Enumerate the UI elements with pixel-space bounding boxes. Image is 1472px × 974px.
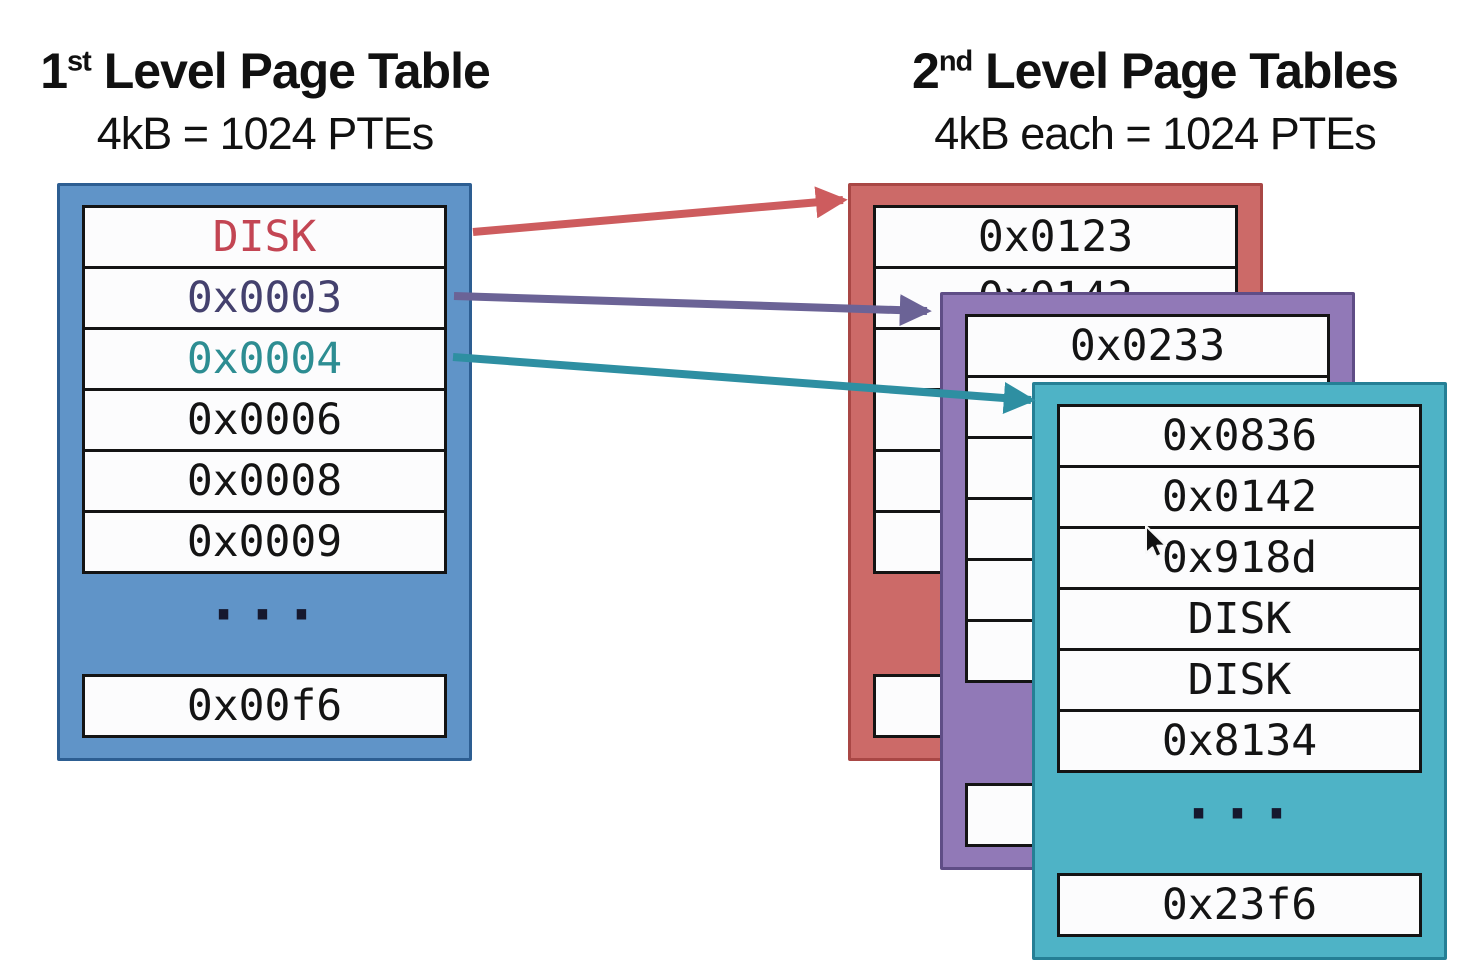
pte-value: 0x0009	[186, 517, 343, 567]
first-level-title: 1st Level Page Table	[15, 44, 515, 99]
pte-value: 0x0233	[1069, 321, 1226, 371]
pte-cell: 0x0008	[82, 449, 447, 513]
pte-value: 0x0123	[977, 212, 1134, 262]
pte-cell: 0x0836	[1057, 404, 1422, 468]
title-ordinal: nd	[938, 45, 973, 78]
first-level-subtitle: 4kB = 1024 PTEs	[96, 108, 434, 159]
ellipsis: ...	[1181, 764, 1298, 833]
pte-cell: DISK	[1057, 587, 1422, 651]
pte-cell: 0x0009	[82, 510, 447, 574]
ellipsis: ...	[206, 565, 323, 634]
second-level-header: 2nd Level Page Tables 4kB each = 1024 PT…	[890, 44, 1420, 160]
second-level-subtitle: 4kB each = 1024 PTEs	[934, 108, 1377, 159]
pte-value: 0x8134	[1161, 716, 1318, 766]
pte-cell: 0x918d	[1057, 526, 1422, 590]
pte-cell: 0x0003	[82, 266, 447, 330]
pte-value: DISK	[1187, 655, 1292, 705]
pte-value: 0x0003	[186, 273, 343, 323]
pte-value: 0x0008	[186, 456, 343, 506]
title-number: 1	[40, 43, 68, 99]
pte-cell: 0x0004	[82, 327, 447, 391]
pte-value: 0x23f6	[1161, 880, 1318, 930]
pte-value: 0x0004	[186, 334, 343, 384]
title-text: Level Page Table	[90, 43, 491, 99]
pte-value: 0x0006	[186, 395, 343, 445]
first-level-header: 1st Level Page Table 4kB = 1024 PTEs	[15, 44, 515, 160]
pte-value: 0x0142	[1161, 472, 1318, 522]
first-level-page-table: DISK 0x0003 0x0004 0x0006 0x0008 0x0009 …	[57, 183, 472, 761]
pte-cell: DISK	[1057, 648, 1422, 712]
second-level-page-table-teal: 0x0836 0x0142 0x918d DISK DISK 0x8134 ..…	[1032, 382, 1447, 960]
pte-value: 0x0836	[1161, 411, 1318, 461]
pte-cell: 0x0123	[873, 205, 1238, 269]
pte-value: 0x918d	[1161, 533, 1318, 583]
arrow-disk-to-red-table	[472, 186, 848, 236]
second-level-title: 2nd Level Page Tables	[890, 44, 1420, 99]
pte-value: 0x00f6	[186, 681, 343, 731]
title-number: 2	[912, 43, 940, 99]
pte-value: DISK	[212, 212, 317, 262]
pte-cell: 0x0233	[965, 314, 1330, 378]
ellipsis-gap: ...	[82, 566, 447, 674]
pte-cell: 0x0006	[82, 388, 447, 452]
pte-cell: 0x23f6	[1057, 873, 1422, 937]
pte-cell: 0x0142	[1057, 465, 1422, 529]
pte-cell: 0x00f6	[82, 674, 447, 738]
pte-cell: DISK	[82, 205, 447, 269]
ellipsis-gap: ...	[1057, 765, 1422, 873]
pte-value: DISK	[1187, 594, 1292, 644]
title-ordinal: st	[67, 45, 92, 78]
pte-cell: 0x8134	[1057, 709, 1422, 773]
title-text: Level Page Tables	[972, 43, 1399, 99]
